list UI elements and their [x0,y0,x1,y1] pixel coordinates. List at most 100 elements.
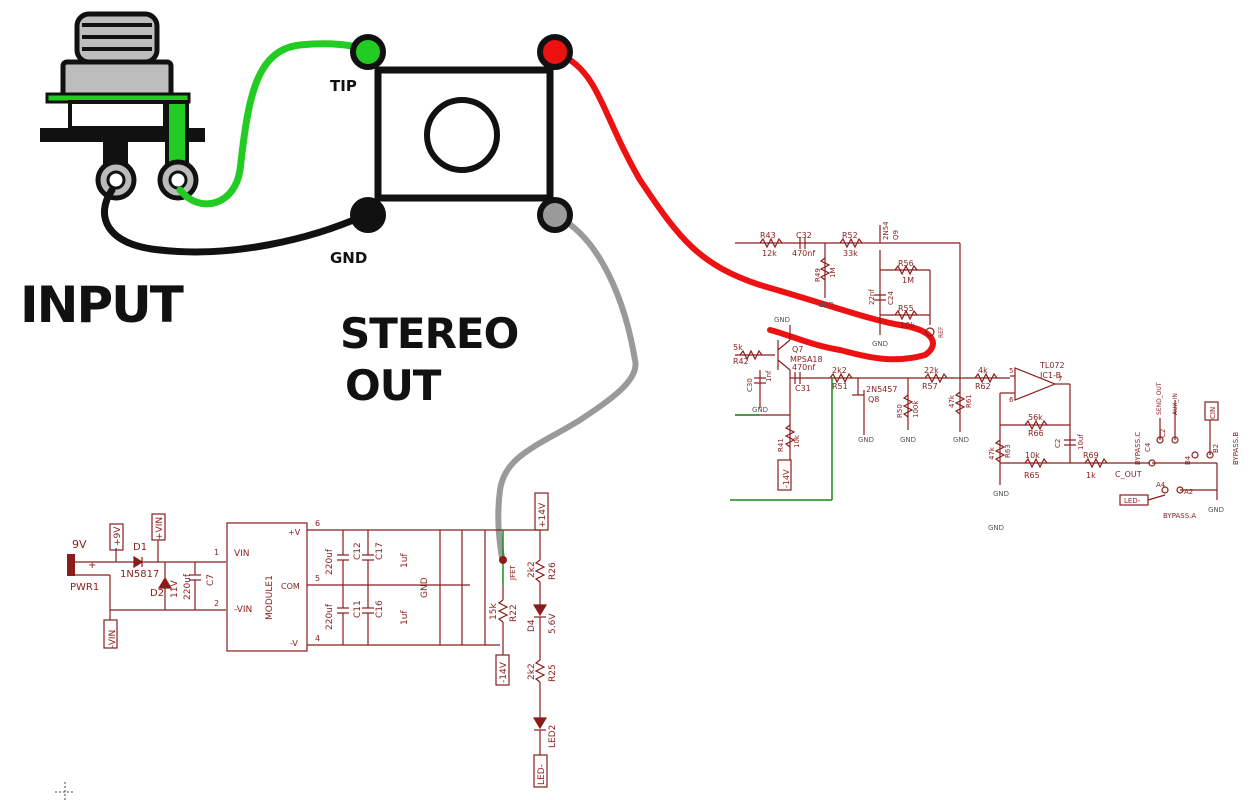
svg-text:IC1-B: IC1-B [1040,371,1061,380]
svg-text:220uf: 220uf [325,548,335,575]
signal-labels: R43 12k C32 470nf R52 33k 2N54 Q9 R49 1M… [733,221,1240,532]
svg-text:JFET: JFET [509,564,517,581]
svg-text:C30: C30 [746,378,754,392]
svg-text:5k: 5k [733,343,743,352]
tip-label: TIP [330,77,357,95]
svg-text:6: 6 [315,519,320,528]
svg-text:4: 4 [315,634,320,643]
svg-text:220uf: 220uf [183,573,193,600]
svg-text:Q8: Q8 [868,395,879,404]
svg-text:A2: A2 [1184,488,1193,496]
svg-text:R25: R25 [548,664,558,682]
svg-text:2N5457: 2N5457 [866,385,897,394]
svg-text:GND: GND [988,524,1004,532]
svg-text:9V: 9V [72,538,87,551]
svg-text:D2: D2 [150,588,164,599]
svg-text:1N5817: 1N5817 [120,569,159,580]
svg-text:33k: 33k [843,249,858,258]
svg-text:GND: GND [953,436,969,444]
power-schematic [67,492,549,788]
svg-text:R66: R66 [1028,429,1044,438]
svg-text:C32: C32 [796,231,812,240]
svg-text:R50: R50 [896,404,904,418]
svg-text:C2: C2 [1159,429,1167,438]
svg-text:R49: R49 [814,268,822,282]
svg-text:6: 6 [1009,396,1014,404]
svg-text:10k: 10k [793,434,801,448]
svg-text:BYPASS.B: BYPASS.B [1232,432,1240,465]
svg-text:R65: R65 [1024,471,1040,480]
signal-nets [730,378,833,501]
svg-text:4k: 4k [978,366,988,375]
svg-text:Q7: Q7 [792,345,803,354]
svg-text:2k2: 2k2 [832,366,847,375]
svg-text:R51: R51 [832,382,848,391]
input-title: INPUT [20,276,184,334]
svg-text:R42: R42 [733,357,749,366]
svg-text:+9V: +9V [113,526,123,546]
svg-text:LED2: LED2 [548,725,558,748]
svg-text:A4: A4 [1156,481,1166,489]
svg-text:C31: C31 [795,384,811,393]
svg-text:Q9: Q9 [892,230,900,240]
svg-text:R63: R63 [1004,444,1012,458]
svg-text:1M: 1M [829,268,837,279]
svg-text:C4: C4 [1144,442,1152,452]
svg-text:BYPASS.A: BYPASS.A [1163,512,1196,520]
svg-text:2k2: 2k2 [527,663,537,680]
svg-text:CIN: CIN [1209,407,1217,419]
svg-text:2: 2 [214,599,219,608]
svg-text:C11: C11 [353,600,363,618]
svg-text:+V: +V [288,528,301,537]
ring-terminal [537,34,573,70]
svg-text:GND: GND [993,490,1009,498]
svg-text:R52: R52 [842,231,858,240]
svg-text:PWR1: PWR1 [70,582,99,593]
svg-text:220uf: 220uf [325,603,335,630]
sleeve-terminal [537,197,573,233]
svg-text:-14V: -14V [782,469,791,488]
svg-text:GND: GND [752,406,768,414]
ground-terminal [350,197,386,233]
svg-text:R55: R55 [898,304,914,313]
svg-text:5: 5 [315,574,320,583]
svg-text:47k: 47k [948,394,956,408]
svg-text:-14V: -14V [499,661,509,683]
stereo-title: STEREO [340,309,518,358]
signal-schematic [735,225,1219,506]
tip-terminal [350,34,386,70]
svg-text:-VIN: -VIN [108,630,118,648]
svg-text:10k: 10k [900,321,915,330]
svg-text:R57: R57 [922,382,938,391]
svg-text:22k: 22k [924,366,939,375]
footswitch [350,34,573,233]
svg-text:1uf: 1uf [400,553,410,568]
svg-text:11V: 11V [170,580,180,598]
svg-text:GND: GND [900,436,916,444]
ground-wire [100,186,369,256]
svg-text:1uf: 1uf [400,610,410,625]
svg-text:2k2: 2k2 [527,561,537,578]
svg-text:REF: REF [938,326,945,338]
svg-text:R22: R22 [509,604,519,622]
svg-text:D1: D1 [133,542,147,553]
svg-text:-V: -V [290,639,298,648]
svg-text:GND: GND [818,301,834,309]
svg-text:R62: R62 [975,382,991,391]
svg-text:15k: 15k [489,603,499,620]
svg-text:R41: R41 [777,438,785,452]
svg-text:1: 1 [214,548,219,557]
svg-text:COM: COM [281,582,300,591]
sleeve-wire [495,215,639,561]
svg-text:C16: C16 [375,600,385,618]
svg-text:LED-: LED- [1124,497,1141,505]
svg-text:56k: 56k [1028,413,1043,422]
svg-text:GND: GND [858,436,874,444]
svg-text:GND: GND [1208,506,1224,514]
out-title: OUT [345,361,442,410]
svg-text:D4: D4 [527,619,537,632]
svg-text:R61: R61 [965,394,973,408]
tip-wire [176,40,369,208]
ring-wire [567,57,936,363]
